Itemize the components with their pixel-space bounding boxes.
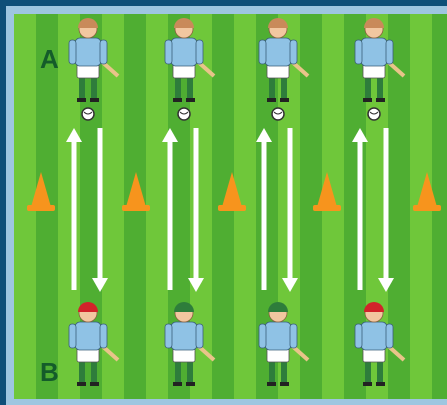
arrow-down [188, 128, 204, 292]
arrow-up [352, 128, 368, 290]
grass-stripe [58, 14, 80, 399]
grass-stripe [102, 14, 124, 399]
cone-icon [122, 172, 150, 211]
arrow-up [162, 128, 178, 290]
row-a-label: A [40, 44, 59, 74]
arrow-up [256, 128, 272, 290]
player-row-a [68, 18, 120, 102]
row-b-label: B [40, 357, 59, 387]
grass-stripe [190, 14, 212, 399]
grass-stripe [388, 14, 410, 399]
arrows [66, 128, 394, 292]
player-row-b [258, 302, 310, 386]
cone-icon [413, 172, 441, 211]
grass-stripe [146, 14, 168, 399]
player-row-a [258, 18, 310, 102]
player-row-b [354, 302, 406, 386]
cone-icon [218, 172, 246, 211]
arrow-up [66, 128, 82, 290]
grass-stripe [344, 14, 366, 399]
player-row-b [164, 302, 216, 386]
balls [81, 107, 381, 121]
players [68, 18, 406, 386]
ball-icon [271, 107, 285, 121]
player-row-b [68, 302, 120, 386]
player-row-a [164, 18, 216, 102]
cone-icon [27, 172, 55, 211]
cones [27, 172, 441, 211]
ball-icon [177, 107, 191, 121]
ball-icon [367, 107, 381, 121]
arrow-down [92, 128, 108, 292]
player-row-a [354, 18, 406, 102]
arrow-down [378, 128, 394, 292]
arrow-down [282, 128, 298, 292]
grass-stripe [300, 14, 322, 399]
grass-stripe [14, 14, 36, 399]
cone-icon [313, 172, 341, 211]
ball-icon [81, 107, 95, 121]
